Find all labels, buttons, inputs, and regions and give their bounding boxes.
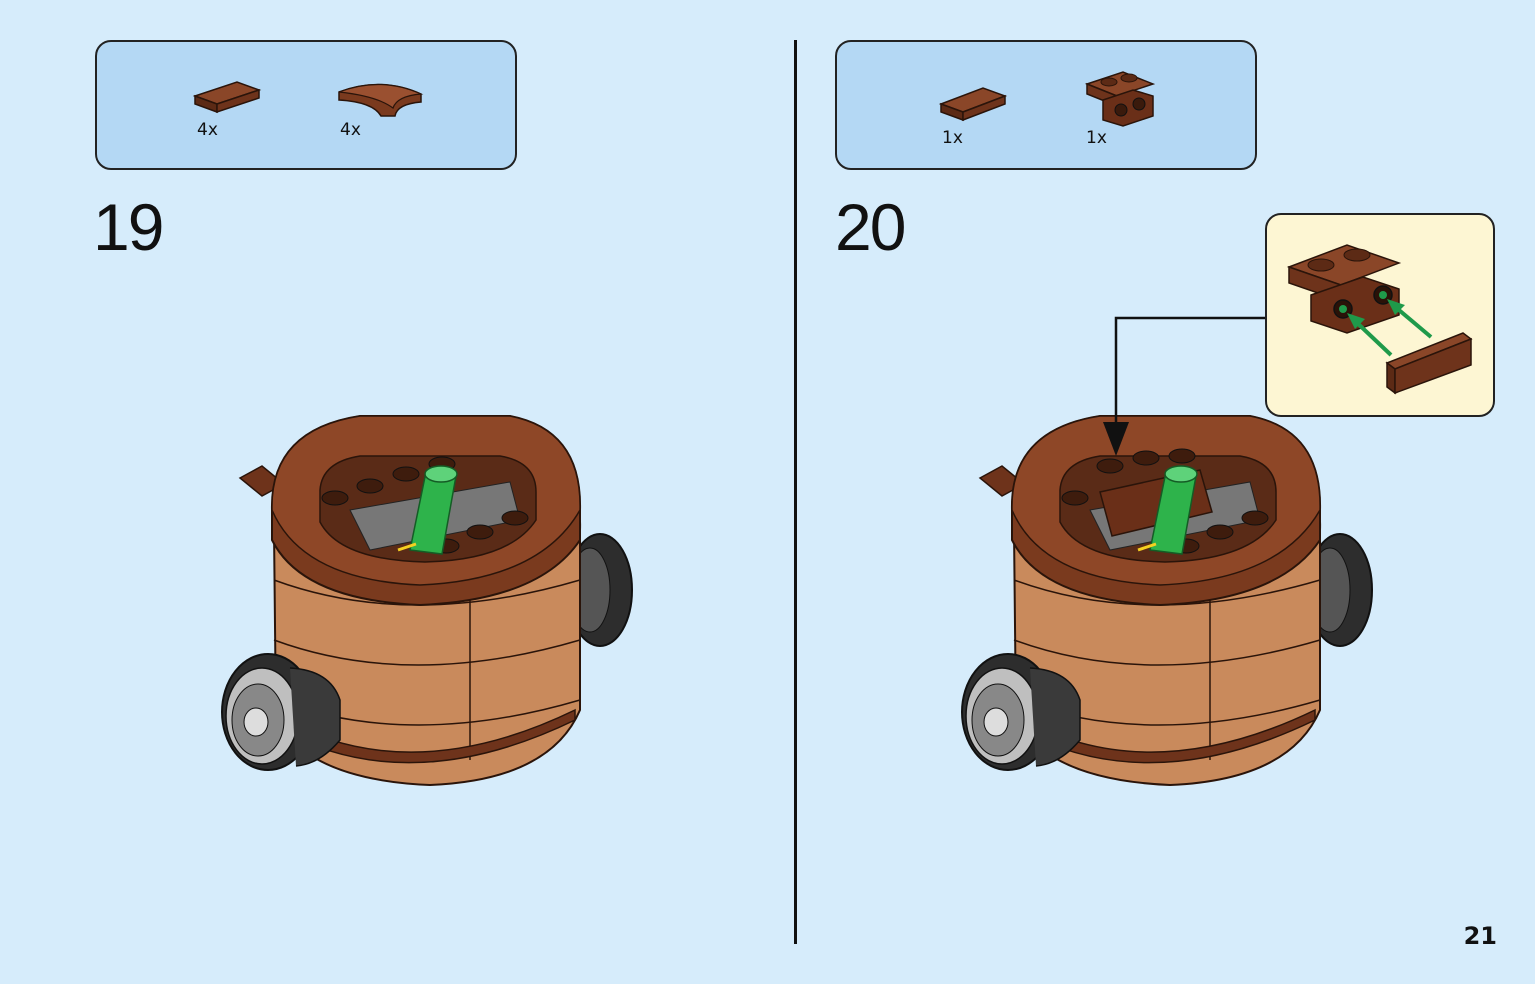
step-20-parts-box: 1x 1x [835,40,1257,170]
step-19-model-illustration [221,415,633,787]
step-20-part-2-qty: 1x [1086,128,1107,148]
step-19-part-1-qty: 4x [197,120,218,140]
flat-tile-1x2-brown-icon [193,81,262,114]
step-20-part-1-qty: 1x [942,128,963,148]
step-20-callout [1265,213,1495,417]
step-20-model-illustration [961,415,1373,787]
curved-tile-brown-icon [338,83,424,117]
page-number: 21 [1463,922,1497,950]
bracket-brown-icon [1084,71,1155,127]
step-20-number: 20 [835,190,906,264]
page-divider [794,40,797,944]
flat-tile-1x2-brown-icon [939,87,1008,122]
step-19-number: 19 [93,190,164,264]
callout-connector-arrow [1103,316,1266,456]
bracket-attach-detail-illustration [1286,244,1473,395]
step-19-parts-box: 4x 4x [95,40,517,170]
step-19-part-2-qty: 4x [340,120,361,140]
